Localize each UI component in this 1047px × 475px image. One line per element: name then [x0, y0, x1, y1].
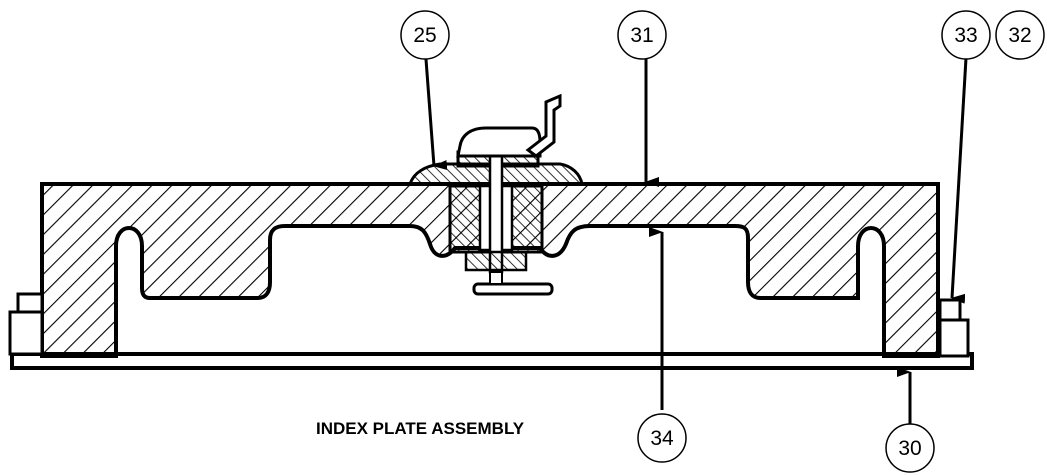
callout-31: 31	[617, 10, 667, 60]
callout-33: 33	[941, 10, 991, 60]
hub-nut	[464, 250, 528, 272]
washer-stem	[489, 271, 503, 285]
callout-33-label: 33	[954, 24, 977, 47]
callout-25: 25	[400, 10, 450, 60]
left-foot-upper	[16, 292, 44, 314]
callout-31-label: 31	[630, 24, 653, 47]
index-plate-body	[40, 182, 940, 358]
leader-33	[950, 57, 968, 304]
left-foot-lower	[8, 310, 44, 356]
callout-25-label: 25	[413, 24, 436, 47]
callout-32: 32	[995, 10, 1045, 60]
callout-30-label: 30	[898, 437, 921, 460]
index-pin-lever	[525, 93, 562, 158]
right-foot-upper	[938, 298, 962, 322]
diagram-title: INDEX PLATE ASSEMBLY	[316, 419, 525, 438]
retaining-washer	[472, 282, 554, 296]
callout-30: 30	[885, 423, 935, 473]
callout-34-label: 34	[650, 427, 674, 450]
index-pin-handle	[456, 126, 542, 158]
callout-32-label: 32	[1008, 24, 1031, 47]
right-foot-lower	[938, 318, 970, 358]
base-plate	[10, 352, 974, 370]
callout-34: 34	[637, 413, 687, 463]
leader-25	[423, 45, 448, 171]
